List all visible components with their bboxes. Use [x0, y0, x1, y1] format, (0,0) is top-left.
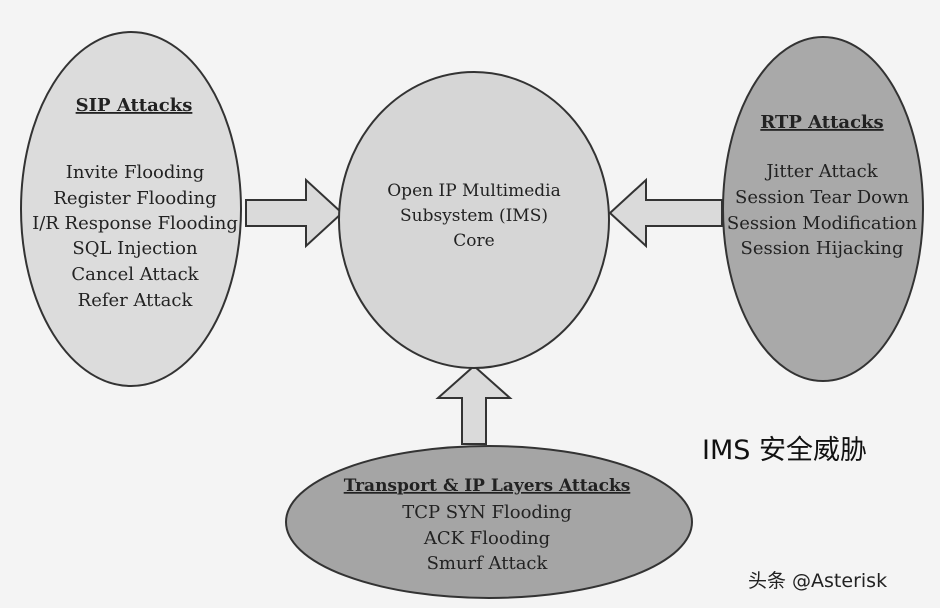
sip-attacks-node	[20, 31, 242, 387]
sip-attacks-title: SIP Attacks	[76, 95, 193, 116]
transport-attack-item: Smurf Attack	[427, 553, 549, 574]
arrow-sip-to-core	[245, 177, 344, 249]
transport-attacks-node	[285, 445, 693, 599]
core-label-line: Open IP Multimedia	[387, 181, 561, 201]
sip-attack-item: Refer Attack	[78, 290, 194, 311]
ims-threats-annotation: IMS 安全威胁	[702, 435, 867, 466]
rtp-attacks-title: RTP Attacks	[760, 112, 883, 133]
transport-attack-item: ACK Flooding	[423, 528, 550, 549]
rtp-attack-item: Jitter Attack	[764, 161, 878, 182]
rtp-attack-item: Session Tear Down	[735, 187, 909, 208]
transport-attacks-title: Transport & IP Layers Attacks	[344, 476, 631, 496]
rtp-attacks-node	[722, 36, 924, 382]
arrow-rtp-to-core	[608, 177, 723, 249]
ims-core-node	[338, 71, 610, 369]
transport-attack-item: TCP SYN Flooding	[402, 502, 572, 523]
sip-attack-item: I/R Response Flooding	[32, 213, 238, 234]
sip-attack-item: SQL Injection	[72, 238, 198, 259]
arrow-transport-to-core	[435, 364, 513, 445]
sip-attack-item: Register Flooding	[53, 188, 216, 209]
source-credit: 头条 @Asterisk	[748, 570, 888, 592]
core-label-line: Subsystem (IMS)	[400, 206, 548, 226]
sip-attack-item: Cancel Attack	[71, 264, 199, 285]
sip-attack-item: Invite Flooding	[66, 162, 205, 183]
rtp-attack-item: Session Hijacking	[741, 238, 904, 259]
rtp-attack-item: Session Modification	[727, 213, 918, 234]
core-label-line: Core	[453, 231, 494, 251]
